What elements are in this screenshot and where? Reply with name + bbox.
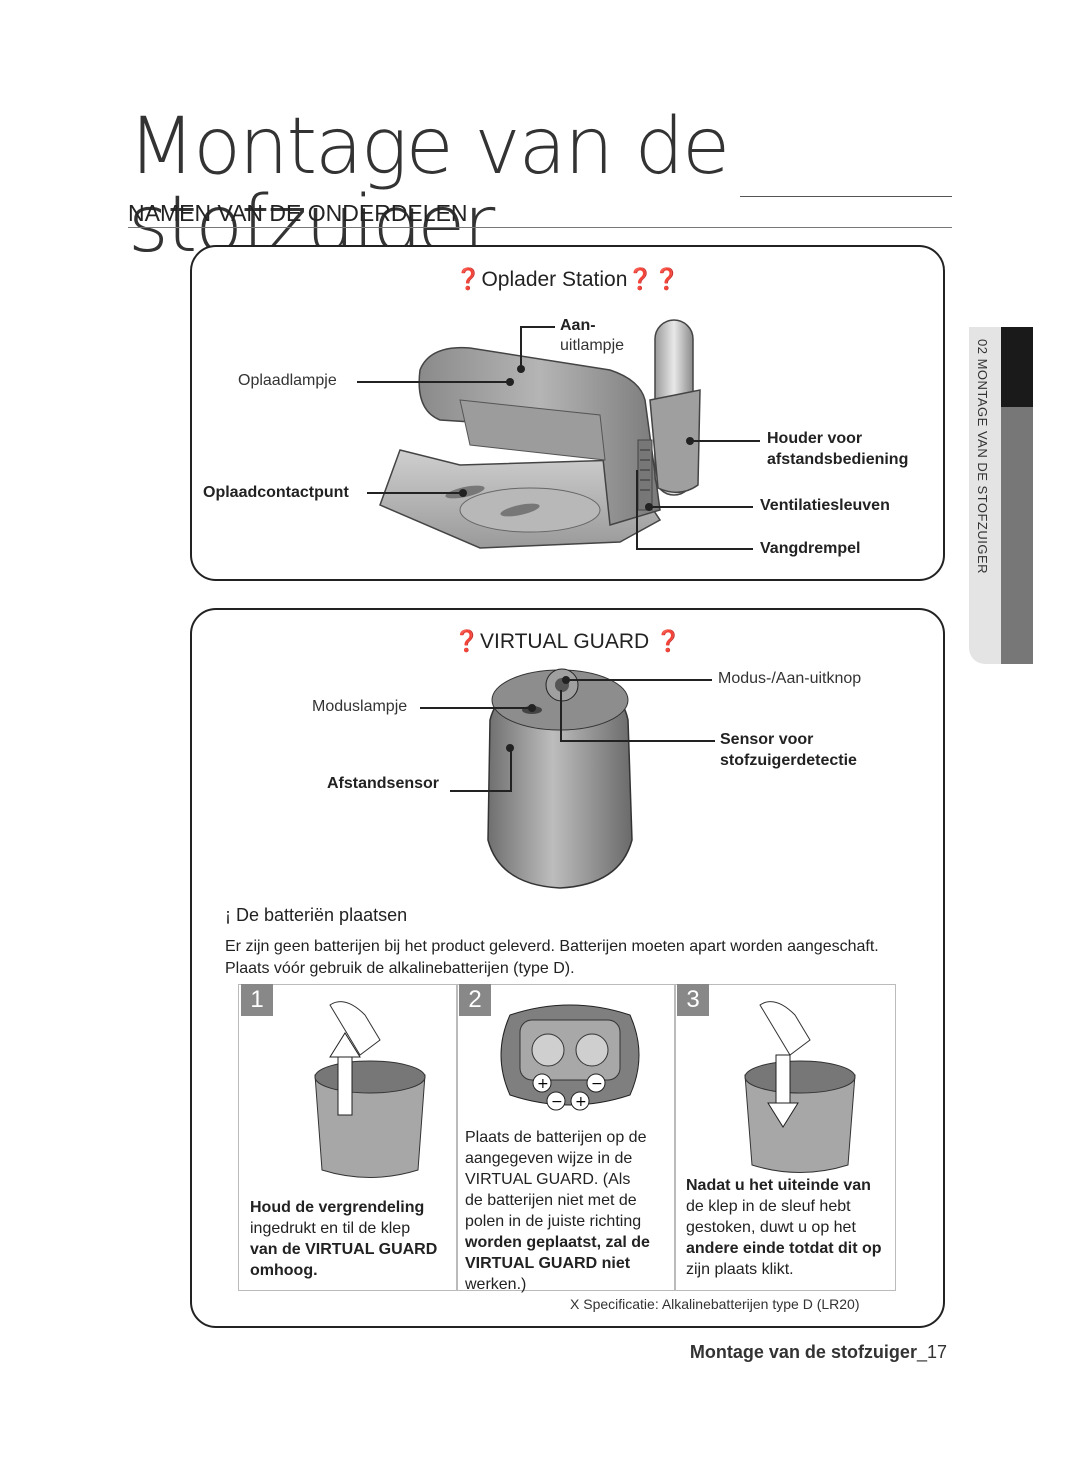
step-3-number: 3 <box>677 984 709 1016</box>
side-tab-label: 02 MONTAGE VAN DE STOFZUIGER <box>975 339 990 575</box>
svg-text:+: + <box>575 1094 587 1110</box>
step-3-text-3: zijn plaats klikt. <box>686 1261 794 1278</box>
step-3-box <box>674 984 896 1291</box>
step-3-bold-1: Nadat u het uiteinde van <box>686 1177 871 1194</box>
step-1-bold-1: Houd de vergrendeling <box>250 1199 425 1216</box>
step-2-text-2: aangegeven wijze in de <box>465 1150 633 1167</box>
section-heading: NAMEN VAN DE ONDERDELEN <box>128 200 468 226</box>
step-2-box <box>456 984 676 1291</box>
step-1-caption: Houd de vergrendeling ingedrukt en til d… <box>250 1197 455 1281</box>
side-tab-strip <box>1001 407 1033 664</box>
step-2-text-3: VIRTUAL GUARD. (Als <box>465 1171 631 1188</box>
step-2-text-4: de batterijen niet met de <box>465 1192 637 1209</box>
batteries-intro-2: Plaats vóór gebruik de alkalinebatterije… <box>225 960 575 977</box>
step-1-text-1: ingedrukt en til de klep <box>250 1220 411 1237</box>
chapter-side-tab: 02 MONTAGE VAN DE STOFZUIGER <box>969 327 1033 664</box>
label-charge-lamp: Oplaadlampje <box>238 372 337 389</box>
step-2-bold-2: VIRTUAL GUARD niet <box>465 1255 631 1272</box>
label-detection-sensor-2: stofzuigerdetectie <box>720 752 857 769</box>
label-mode-lamp: Moduslampje <box>312 698 408 715</box>
step-1-box <box>238 984 458 1291</box>
virtual-guard-panel-title: ❓VIRTUAL GUARD ❓ <box>453 630 682 653</box>
side-tab-background <box>969 327 1001 664</box>
svg-text:−: − <box>591 1076 603 1092</box>
step-3-text-1: de klep in de sleuf hebt <box>686 1198 851 1215</box>
label-remote-holder-2: afstandsbediening <box>767 451 909 468</box>
label-distance-sensor: Afstandsensor <box>327 775 440 792</box>
step-2-caption: Plaats de batterijen op de aangegeven wi… <box>465 1127 675 1295</box>
step-1-number: 1 <box>241 984 273 1016</box>
footer-label: Montage van de stofzuiger <box>689 1342 917 1362</box>
label-onoff-lamp-sub: uitlampje <box>560 337 625 354</box>
step-3-caption: Nadat u het uiteinde van de klep in de s… <box>686 1175 891 1280</box>
section-rule <box>128 227 952 228</box>
step-3-text-2: gestoken, duwt u op het <box>686 1219 856 1236</box>
side-tab-marker <box>1001 327 1033 409</box>
step-2-text-5: polen in de juiste richting <box>465 1213 642 1230</box>
step-3-bold-2: andere einde totdat dit op <box>686 1240 882 1257</box>
label-catcher: Vangdrempel <box>760 540 861 557</box>
battery-spec-note: X Specificatie: Alkalinebatterijen type … <box>570 1296 860 1312</box>
label-vents: Ventilatiesleuven <box>760 497 890 514</box>
batteries-intro-1: Er zijn geen batterijen bij het product … <box>225 938 879 955</box>
step-2-bold-1: worden geplaatst, zal de <box>465 1234 650 1251</box>
page-footer: Montage van de stofzuiger_17 <box>690 1342 947 1363</box>
charger-panel-title: ❓Oplader Station❓❓ <box>455 268 680 291</box>
title-rule <box>740 196 952 197</box>
charger-station-illustration <box>379 319 701 549</box>
batteries-heading: ¡ De batteriën plaatsen <box>225 905 408 925</box>
svg-text:−: − <box>551 1094 563 1110</box>
svg-text:+: + <box>537 1076 549 1092</box>
step-2-text-1: Plaats de batterijen op de <box>465 1129 647 1146</box>
page-title: Montage van de stofzuiger <box>128 102 730 270</box>
page-number: _17 <box>916 1342 947 1362</box>
label-mode-button: Modus-/Aan-uitknop <box>718 670 862 687</box>
step-2-illustration: + − − + <box>500 1004 640 1111</box>
label-detection-sensor: Sensor voor <box>720 731 814 748</box>
step-2-text-6: werken.) <box>465 1276 527 1293</box>
label-onoff-lamp: Aan- <box>560 317 596 334</box>
step-2-number: 2 <box>459 984 491 1016</box>
label-remote-holder: Houder voor <box>767 430 863 447</box>
step-1-illustration <box>314 1001 426 1178</box>
step-1-bold-2: van de VIRTUAL GUARD <box>250 1241 438 1258</box>
step-3-illustration <box>744 1001 856 1173</box>
label-charge-contact: Oplaadcontactpunt <box>203 484 349 501</box>
step-1-bold-3: omhoog. <box>250 1262 318 1279</box>
